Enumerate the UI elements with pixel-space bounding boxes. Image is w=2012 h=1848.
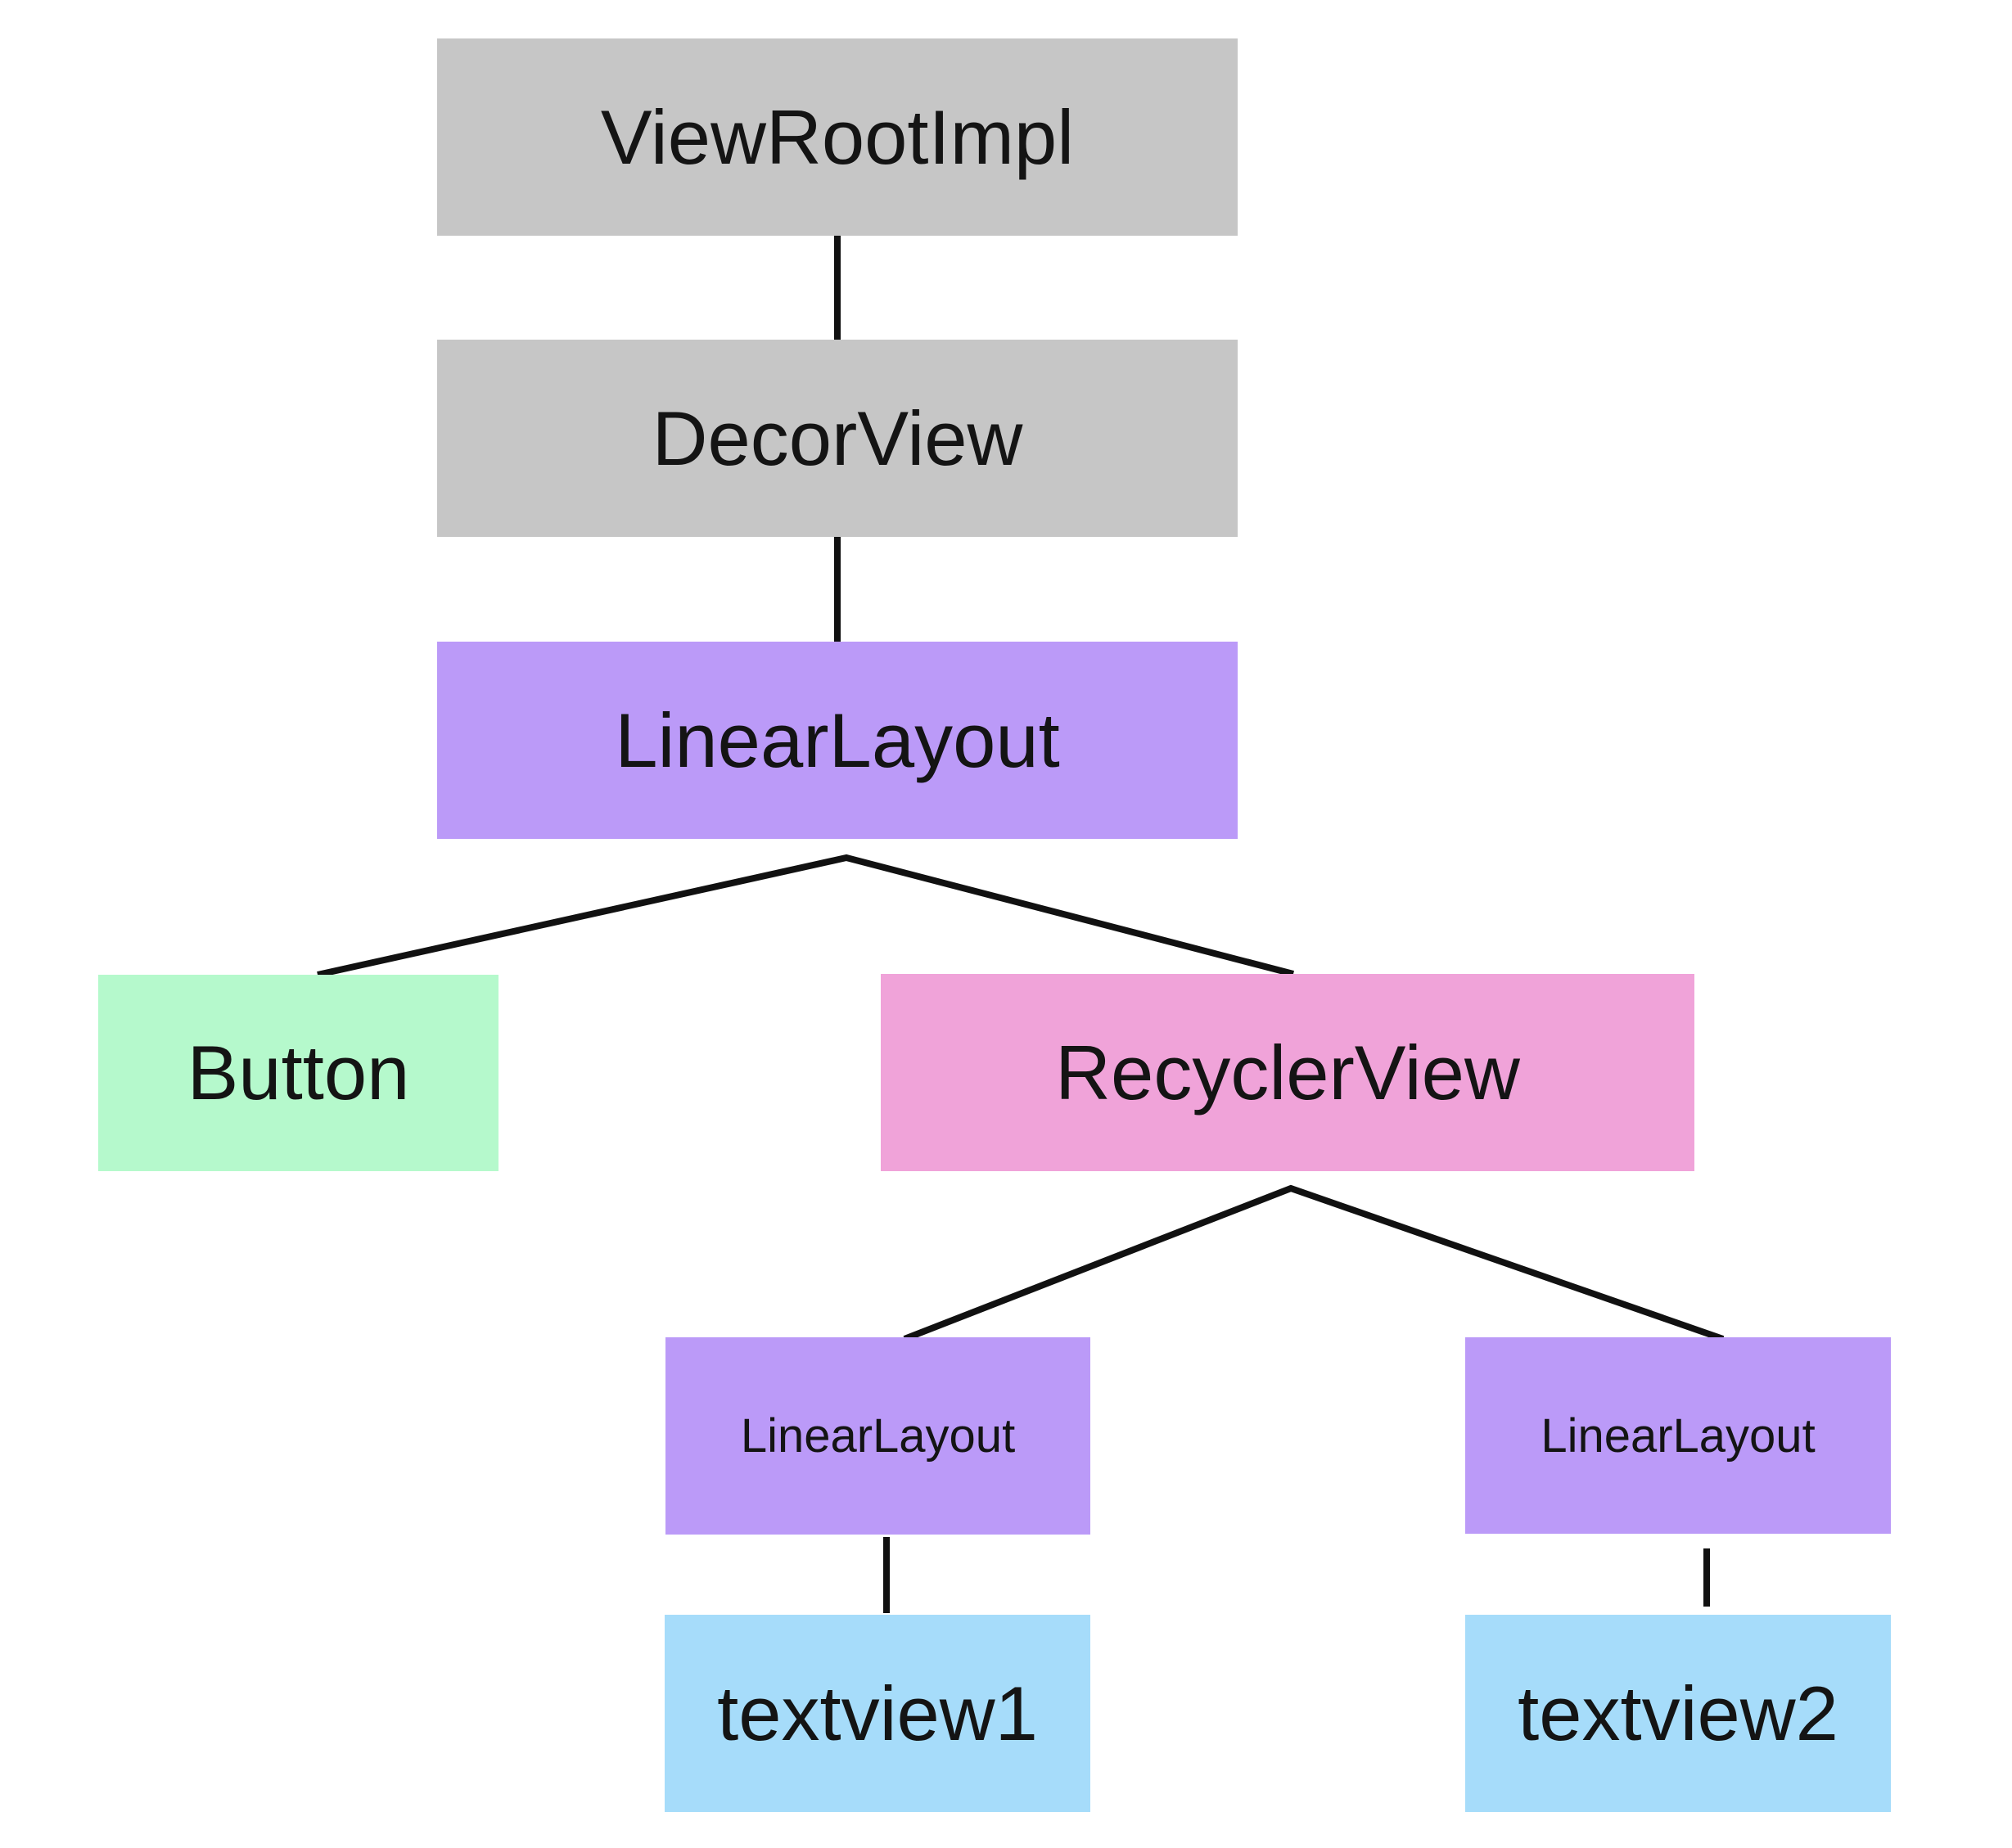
node-button-label: Button (187, 1030, 410, 1116)
node-decorview-label: DecorView (652, 394, 1023, 481)
node-textview2-label: textview2 (1518, 1670, 1838, 1756)
node-textview1-label: textview1 (717, 1670, 1038, 1756)
node-linearlayout-root: LinearLayout (437, 642, 1238, 839)
node-recyclerview: RecyclerView (881, 974, 1694, 1171)
node-textview2: textview2 (1465, 1615, 1891, 1812)
node-textview1: textview1 (665, 1615, 1090, 1812)
node-linearlayout-item1-label: LinearLayout (740, 1409, 1016, 1463)
node-viewrootimpl: ViewRootImpl (437, 38, 1238, 236)
node-linearlayout-root-label: LinearLayout (615, 696, 1060, 783)
node-recyclerview-label: RecyclerView (1055, 1029, 1520, 1116)
node-linearlayout-item2-label: LinearLayout (1541, 1409, 1816, 1463)
edge-recyclerview-children (903, 1184, 1725, 1342)
node-button: Button (98, 975, 498, 1171)
node-viewrootimpl-label: ViewRootImpl (600, 93, 1075, 180)
edge-linearlayout-children (317, 854, 1295, 978)
node-decorview: DecorView (437, 340, 1238, 537)
node-linearlayout-item1: LinearLayout (665, 1337, 1090, 1535)
node-linearlayout-item2: LinearLayout (1465, 1337, 1891, 1534)
